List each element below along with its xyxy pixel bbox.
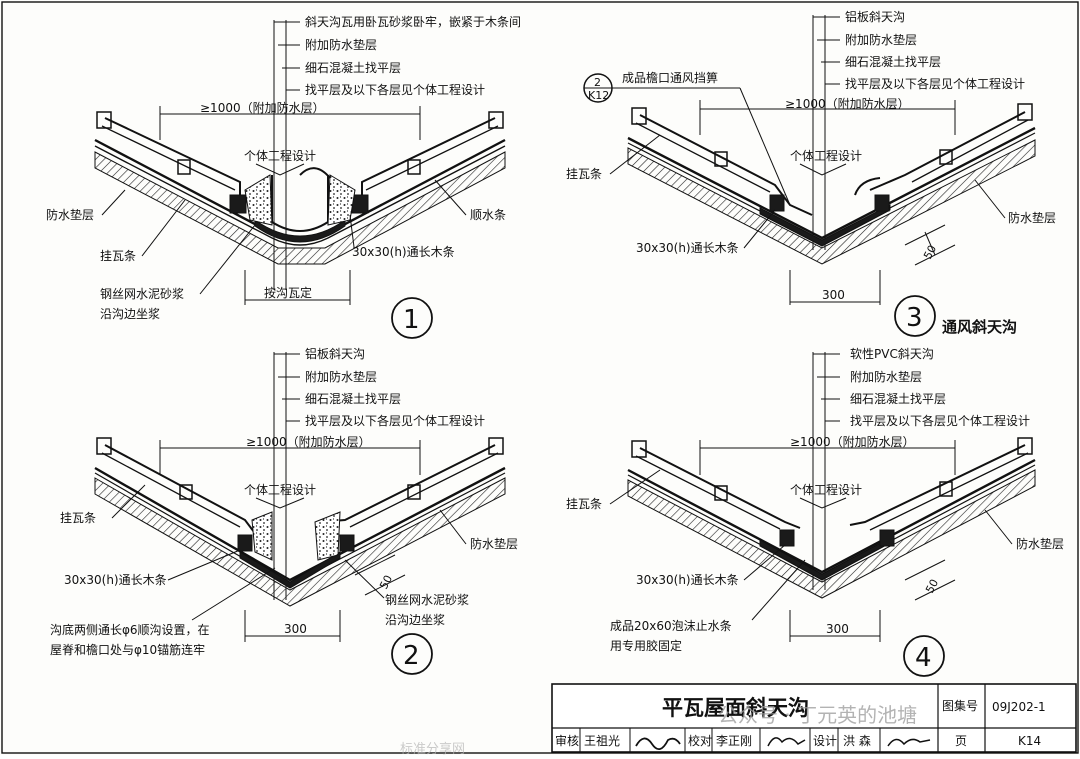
detail-1-left-label-1: 挂瓦条 xyxy=(100,249,136,263)
title-block-atlas-label: 图集号 xyxy=(942,698,978,713)
detail-4-left-label-0: 挂瓦条 xyxy=(566,497,602,511)
title-block-atlas-no: 09J202-1 xyxy=(992,700,1046,714)
detail-2-center-label: 个体工程设计 xyxy=(244,482,316,497)
detail-3-ref-bottom: K12 xyxy=(588,89,609,102)
detail-2-right-label-0: 防水垫层 xyxy=(470,536,518,551)
detail-2-width-label: ≥1000（附加防水层） xyxy=(246,434,371,449)
detail-4-side-dim: 50 xyxy=(923,577,941,595)
detail-4-width-label: ≥1000（附加防水层） xyxy=(790,434,915,449)
detail-4-top-labels: 软性PVC斜天沟 附加防水垫层 细石混凝土找平层 找平层及以下各层见个体工程设计 xyxy=(812,347,1030,590)
detail-2-left-label-0: 挂瓦条 xyxy=(60,511,96,525)
detail-2-label-2: 细石混凝土找平层 xyxy=(305,391,401,406)
detail-1-top-labels: 斜天沟瓦用卧瓦砂浆卧牢，嵌紧于木条间 附加防水垫层 细石混凝土找平层 找平层及以… xyxy=(273,14,521,290)
detail-3-top-labels: 铝板斜天沟 附加防水垫层 细石混凝土找平层 找平层及以下各层见个体工程设计 xyxy=(812,9,1025,250)
detail-2-bottom-dim: 300 xyxy=(284,622,307,636)
detail-4-label-1: 附加防水垫层 xyxy=(850,369,922,384)
review-signature xyxy=(635,737,681,750)
detail-4-label-2: 细石混凝土找平层 xyxy=(850,391,946,406)
detail-1-right-label-1: 30x30(h)通长木条 xyxy=(352,245,455,259)
detail-3-ref-text: 成品檐口通风挡箅 xyxy=(622,70,718,85)
title-block-review-name: 王祖光 xyxy=(584,733,620,748)
detail-1-label-3: 找平层及以下各层见个体工程设计 xyxy=(305,82,485,97)
detail-3-label-2: 细石混凝土找平层 xyxy=(845,54,941,69)
detail-3-label-1: 附加防水垫层 xyxy=(845,32,917,47)
detail-3: 铝板斜天沟 附加防水垫层 细石混凝土找平层 找平层及以下各层见个体工程设计 2 … xyxy=(566,9,1056,337)
detail-3-roof-section xyxy=(627,103,1036,265)
title-block-design-label: 设计 xyxy=(813,734,837,748)
check-signature xyxy=(767,737,806,747)
detail-2: 铝板斜天沟 附加防水垫层 细石混凝土找平层 找平层及以下各层见个体工程设计 ≥1… xyxy=(50,346,518,675)
detail-3-label-0: 铝板斜天沟 xyxy=(845,9,905,24)
detail-3-number: 3 xyxy=(906,303,923,333)
detail-4-label-3: 找平层及以下各层见个体工程设计 xyxy=(850,413,1030,428)
detail-2-left-label-3: 屋脊和檐口处与φ10锚筋连牢 xyxy=(50,642,205,657)
design-signature xyxy=(887,738,931,747)
detail-1-right-label-0: 顺水条 xyxy=(470,208,506,222)
detail-3-label-3: 找平层及以下各层见个体工程设计 xyxy=(845,76,1025,91)
detail-1-label-1: 附加防水垫层 xyxy=(305,37,377,52)
detail-2-right-label-2: 沿沟边坐浆 xyxy=(385,612,445,627)
detail-3-side-dim: 50 xyxy=(921,243,939,261)
detail-2-label-1: 附加防水垫层 xyxy=(305,369,377,384)
detail-4: 软性PVC斜天沟 附加防水垫层 细石混凝土找平层 找平层及以下各层见个体工程设计… xyxy=(566,347,1064,677)
detail-4-roof-section xyxy=(627,437,1036,599)
title-block-title: 平瓦屋面斜天沟 xyxy=(662,696,809,720)
detail-2-side-dim: 50 xyxy=(377,573,395,591)
detail-4-bottom-dim: 300 xyxy=(826,622,849,636)
detail-4-label-0: 软性PVC斜天沟 xyxy=(850,347,934,361)
detail-2-label-3: 找平层及以下各层见个体工程设计 xyxy=(305,413,485,428)
detail-4-left-label-1: 30x30(h)通长木条 xyxy=(636,573,739,587)
title-block-review-label: 审核 xyxy=(555,733,579,748)
detail-1-left-label-0: 防水垫层 xyxy=(46,207,94,222)
detail-1-label-2: 细石混凝土找平层 xyxy=(305,60,401,75)
detail-2-roof-section xyxy=(94,437,506,607)
detail-2-left-label-2: 沟底两侧通长φ6顺沟设置，在 xyxy=(50,622,210,637)
detail-4-number: 4 xyxy=(915,643,932,673)
title-block-check-name: 李正刚 xyxy=(716,733,752,748)
title-block: 平瓦屋面斜天沟 图集号 09J202-1 审核 王祖光 校对 李正刚 设计 洪 … xyxy=(551,683,1077,753)
detail-1: 斜天沟瓦用卧瓦砂浆卧牢，嵌紧于木条间 附加防水垫层 细石混凝土找平层 找平层及以… xyxy=(46,14,521,339)
detail-1-left-label-3: 沿沟边坐浆 xyxy=(100,306,160,321)
detail-2-top-labels: 铝板斜天沟 附加防水垫层 细石混凝土找平层 找平层及以下各层见个体工程设计 xyxy=(273,346,485,600)
detail-1-width-label: ≥1000（附加防水层） xyxy=(200,100,325,115)
detail-2-number: 2 xyxy=(403,641,420,671)
detail-2-left-label-1: 30x30(h)通长木条 xyxy=(64,573,167,587)
detail-1-bottom-dim: 按沟瓦定 xyxy=(264,285,312,300)
detail-3-subtitle: 通风斜天沟 xyxy=(942,318,1017,336)
footer-watermark: 标准分享网 xyxy=(400,741,465,755)
detail-3-width-label: ≥1000（附加防水层） xyxy=(785,96,910,111)
detail-2-label-0: 铝板斜天沟 xyxy=(305,346,365,361)
detail-3-left-label-0: 挂瓦条 xyxy=(566,167,602,181)
title-block-page-label: 页 xyxy=(955,734,967,748)
detail-3-bottom-dim: 300 xyxy=(822,288,845,302)
detail-1-number: 1 xyxy=(403,305,420,335)
detail-3-center-label: 个体工程设计 xyxy=(790,148,862,163)
watermark-text: 公众号 · 丁元英的池塘 xyxy=(718,703,917,727)
detail-4-right-label-0: 防水垫层 xyxy=(1016,536,1064,551)
detail-4-center-label: 个体工程设计 xyxy=(790,482,862,497)
title-block-check-label: 校对 xyxy=(688,733,712,748)
detail-1-center-label: 个体工程设计 xyxy=(244,148,316,163)
detail-2-right-label-1: 钢丝网水泥砂浆 xyxy=(385,592,469,607)
detail-3-left-label-1: 30x30(h)通长木条 xyxy=(636,241,739,255)
detail-1-roof-section xyxy=(94,111,506,265)
detail-3-right-label-0: 防水垫层 xyxy=(1008,210,1056,225)
title-block-page-no: K14 xyxy=(1018,734,1041,748)
detail-1-left-label-2: 钢丝网水泥砂浆 xyxy=(100,286,184,301)
detail-1-label-0: 斜天沟瓦用卧瓦砂浆卧牢，嵌紧于木条间 xyxy=(305,14,521,29)
detail-4-left-label-3: 用专用胶固定 xyxy=(610,638,682,653)
title-block-design-name: 洪 森 xyxy=(843,733,871,748)
detail-3-ref-top: 2 xyxy=(594,76,601,89)
detail-4-left-label-2: 成品20x60泡沫止水条 xyxy=(610,619,732,633)
